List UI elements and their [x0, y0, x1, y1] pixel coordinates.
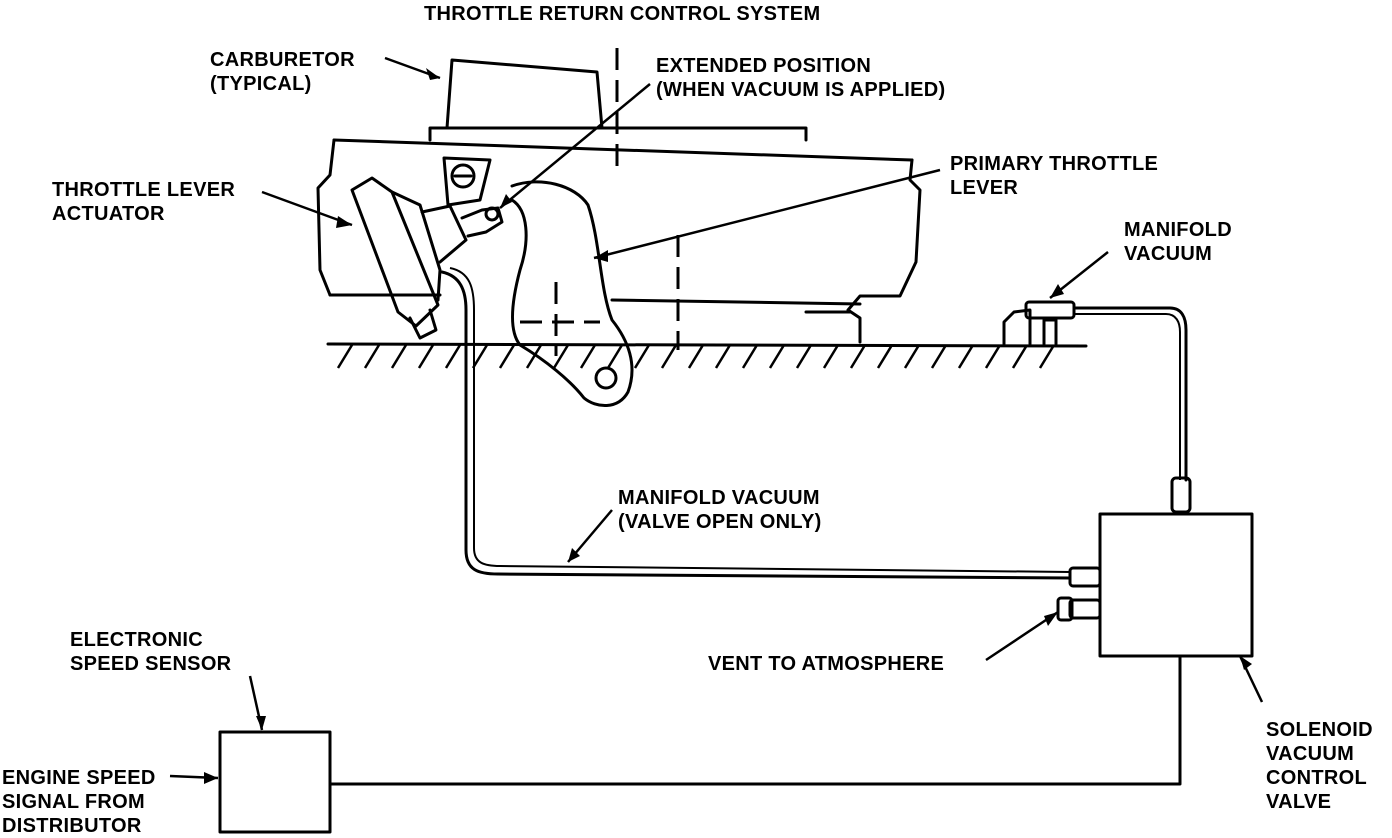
label-solenoid-valve-line4: VALVE [1266, 791, 1332, 813]
label-electronic-speed-sensor: ELECTRONIC SPEED SENSOR [70, 628, 231, 676]
hatch-mark [768, 344, 786, 369]
hatch-mark [957, 344, 975, 369]
throttle-lever-actuator [350, 176, 504, 340]
label-manifold-vacuum-top: MANIFOLD VACUUM [1124, 218, 1232, 266]
manifold-fitting [1002, 300, 1192, 514]
hatch-mark [579, 344, 597, 369]
hatch-mark [660, 344, 678, 369]
hatch-mark [1038, 344, 1056, 369]
hatch-mark [552, 344, 570, 369]
leader-lines [169, 56, 1264, 784]
label-extended-position-line2: (WHEN VACUUM IS APPLIED) [656, 79, 946, 101]
speed-sensor-box [218, 654, 1182, 834]
label-solenoid-valve-line2: VACUUM [1266, 743, 1355, 765]
hatch-mark [417, 344, 435, 369]
hatch-mark [363, 344, 381, 369]
label-vent-to-atmosphere: VENT TO ATMOSPHERE [708, 653, 945, 675]
label-electronic-speed-sensor-line1: ELECTRONIC [70, 629, 203, 651]
label-primary-throttle-lever-line1: PRIMARY THROTTLE [950, 153, 1159, 175]
hatch-mark [525, 344, 543, 369]
hatch-mark [498, 344, 516, 369]
hatch-mark [336, 344, 354, 369]
label-throttle-lever-actuator: THROTTLE LEVER ACTUATOR [52, 178, 235, 226]
label-carburetor-line1: CARBURETOR [210, 49, 355, 71]
diagram-title: THROTTLE RETURN CONTROL SYSTEM [424, 3, 821, 25]
label-primary-throttle-lever-line2: LEVER [950, 177, 1019, 199]
hatch-mark [903, 344, 921, 369]
actuator-bracket [442, 156, 492, 207]
label-extended-position: EXTENDED POSITION (WHEN VACUUM IS APPLIE… [656, 54, 945, 102]
hatch-mark [633, 344, 651, 369]
label-engine-speed-signal-line1: ENGINE SPEED [2, 767, 156, 789]
label-solenoid-valve-line3: CONTROL [1266, 767, 1367, 789]
label-manifold-vacuum-line-line1: MANIFOLD VACUUM [618, 487, 820, 509]
hatch-mark [714, 344, 732, 369]
hatch-mark [876, 344, 894, 369]
hatch-mark [390, 344, 408, 369]
label-extended-position-line1: EXTENDED POSITION [656, 55, 872, 77]
hatch-mark [741, 344, 759, 369]
center-lines [520, 48, 680, 356]
label-primary-throttle-lever: PRIMARY THROTTLE LEVER [950, 152, 1158, 200]
label-engine-speed-signal: ENGINE SPEED SIGNAL FROM DISTRIBUTOR [2, 766, 156, 838]
hatch-mark [822, 344, 840, 369]
label-throttle-lever-actuator-line2: ACTUATOR [52, 203, 165, 225]
label-manifold-vacuum-top-line2: VACUUM [1124, 243, 1213, 265]
hatch-mark [687, 344, 705, 369]
label-engine-speed-signal-line2: SIGNAL FROM [2, 791, 145, 813]
hatch-mark [606, 344, 624, 369]
label-electronic-speed-sensor-line2: SPEED SENSOR [70, 653, 232, 675]
hatch-mark [930, 344, 948, 369]
hatch-mark [444, 344, 462, 369]
hatch-mark [471, 344, 489, 369]
primary-throttle-lever [510, 180, 634, 407]
solenoid-valve-box [1056, 512, 1254, 658]
label-manifold-vacuum-top-line1: MANIFOLD [1124, 219, 1232, 241]
label-throttle-lever-actuator-line1: THROTTLE LEVER [52, 179, 236, 201]
label-engine-speed-signal-line3: DISTRIBUTOR [2, 815, 142, 837]
label-solenoid-valve: SOLENOID VACUUM CONTROL VALVE [1266, 718, 1373, 814]
label-carburetor: CARBURETOR (TYPICAL) [210, 48, 355, 96]
carburetor-body [316, 58, 922, 344]
valve-vacuum-line [440, 267, 1072, 580]
label-carburetor-line2: (TYPICAL) [210, 73, 312, 95]
hatch-mark [984, 344, 1002, 369]
mounting-surface [326, 342, 1088, 369]
hatch-mark [849, 344, 867, 369]
label-manifold-vacuum-line: MANIFOLD VACUUM (VALVE OPEN ONLY) [618, 486, 822, 534]
label-solenoid-valve-line1: SOLENOID [1266, 719, 1373, 741]
label-manifold-vacuum-line-line2: (VALVE OPEN ONLY) [618, 511, 822, 533]
hatch-mark [795, 344, 813, 369]
hatch-mark [1011, 344, 1029, 369]
